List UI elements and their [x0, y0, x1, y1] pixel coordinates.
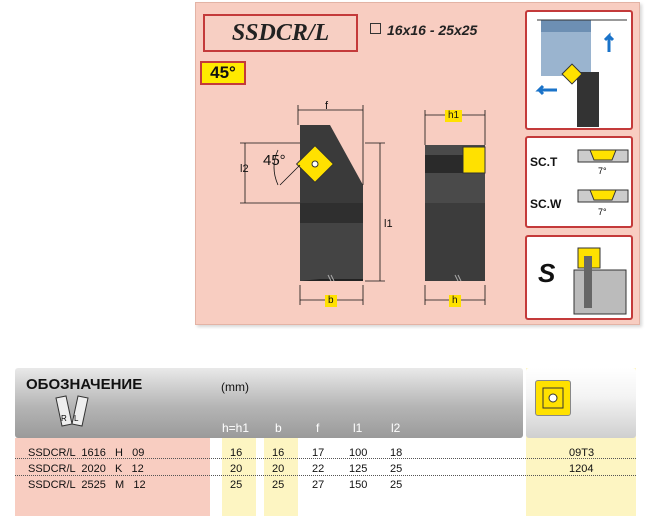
table-title: ОБОЗНАЧЕНИЕ [26, 376, 143, 393]
col-header-l2: l2 [391, 421, 401, 435]
screw-clamp-illustration [573, 247, 627, 315]
holder-side-view [425, 145, 486, 282]
row-insert: 1204 [569, 463, 594, 475]
row-h: 16 [230, 447, 243, 459]
row-f: 22 [312, 463, 325, 475]
dim-f-label: f [325, 100, 329, 112]
size-range: 16x16 - 25x25 [370, 22, 477, 38]
col-header-f: f [316, 421, 320, 435]
size-range-text: 16x16 - 25x25 [387, 22, 478, 38]
unit-label: (mm) [221, 380, 249, 394]
row-designation: SSDCR/L 1616 H 09 [28, 447, 145, 459]
row-designation: SSDCR/L 2525 M 12 [28, 479, 146, 491]
clamping-type-letter: S [538, 258, 556, 288]
row-l2: 25 [390, 479, 403, 491]
row-b: 16 [272, 447, 285, 459]
row-l2: 18 [390, 447, 403, 459]
dim-h-label: h [449, 295, 461, 307]
row-divider [15, 458, 636, 459]
insert-section-illustration [577, 149, 629, 203]
dim-b-label: b [325, 295, 337, 307]
row-l1: 125 [349, 463, 368, 475]
b-column-highlight [264, 438, 298, 516]
sc-w-angle: 7° [598, 207, 607, 217]
row-l1: 100 [349, 447, 368, 459]
col-header-h: h=h1 [222, 421, 250, 435]
application-illustration [535, 19, 627, 127]
hand-label-l: L [74, 414, 79, 423]
row-l2: 25 [390, 463, 403, 475]
dimension-lines [240, 105, 385, 305]
row-f: 17 [312, 447, 325, 459]
table-header [15, 368, 523, 438]
designation-column [15, 438, 210, 516]
hand-icon [55, 395, 89, 427]
insert-shape-icon [535, 380, 571, 416]
dim-l1-label: l1 [384, 218, 393, 230]
row-divider [15, 475, 636, 476]
row-designation: SSDCR/L 2020 K 12 [28, 463, 144, 475]
angle-badge: 45° [200, 61, 246, 85]
row-b: 25 [272, 479, 285, 491]
tool-technical-drawing [240, 105, 486, 305]
holder-front-view [295, 125, 363, 282]
sc-w-label: SC.W [530, 197, 562, 211]
col-header-b: b [275, 421, 282, 435]
row-f: 27 [312, 479, 325, 491]
tool-code-title: SSDCR/L [203, 14, 358, 52]
sc-t-label: SC.T [530, 155, 558, 169]
dim-l2-label: l2 [240, 163, 249, 175]
sc-t-angle: 7° [598, 166, 607, 176]
row-h: 25 [230, 479, 243, 491]
drawing-angle-label: 45° [263, 152, 286, 169]
row-h: 20 [230, 463, 243, 475]
application-panel [525, 10, 633, 130]
row-insert: 09T3 [569, 447, 595, 459]
col-header-l1: l1 [353, 421, 363, 435]
dim-h1-label: h1 [445, 110, 463, 122]
row-l1: 150 [349, 479, 368, 491]
checkbox-icon [370, 23, 381, 34]
h-column-highlight [222, 438, 256, 516]
hand-label-r: R [61, 414, 67, 423]
row-b: 20 [272, 463, 285, 475]
